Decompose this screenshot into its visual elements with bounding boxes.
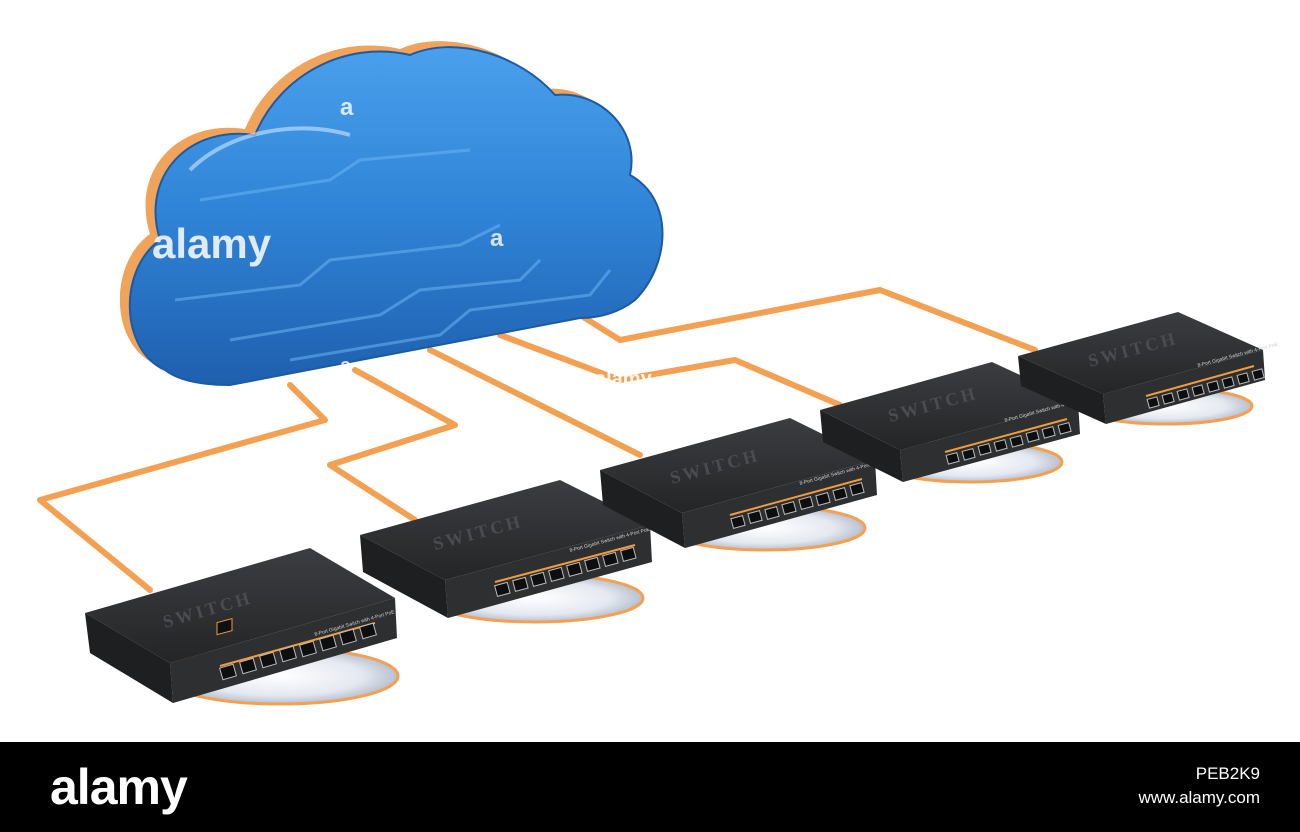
cloud-icon: [119, 41, 664, 387]
cables: [37, 287, 1038, 593]
watermark-brand: alamy: [152, 220, 272, 267]
network-switch-icon: SWITCH 8-Port Gigabit Switch with 4-Port…: [600, 418, 881, 552]
watermark-mark-3: a: [340, 355, 352, 377]
watermark-mark-1: a: [340, 94, 354, 121]
network-switch-icon: SWITCH 8-Port Gigabit Switch with 4-Port…: [360, 480, 652, 624]
port-row: [216, 617, 233, 636]
network-switch-icon: SWITCH 8-Port Gigabit Switch with 4-Port…: [1018, 312, 1279, 426]
cable-2: [327, 367, 458, 523]
footer-bar: alamy PEB2K9 www.alamy.com: [0, 742, 1300, 832]
cable-3: [427, 347, 643, 458]
watermark-mark-2: a: [490, 225, 504, 252]
watermark-brand-2: alamy: [595, 368, 653, 390]
footer-info: PEB2K9 www.alamy.com: [1138, 762, 1260, 810]
network-switch-icon: SWITCH 8-Port Gigabit Switch with 4-Port…: [85, 548, 400, 706]
network-switch-icon: SWITCH 8-Port Gigabit Switch with 4-Port…: [820, 362, 1086, 484]
image-id: PEB2K9: [1195, 764, 1260, 783]
cable-4: [497, 332, 843, 408]
cable-5: [577, 287, 1038, 353]
site-url: www.alamy.com: [1138, 788, 1260, 807]
footer-logo: alamy: [50, 759, 188, 815]
network-illustration: alamy a a a alamy SWITCH 8-Port Gigabit …: [37, 41, 1279, 706]
cable-1: [37, 382, 328, 593]
